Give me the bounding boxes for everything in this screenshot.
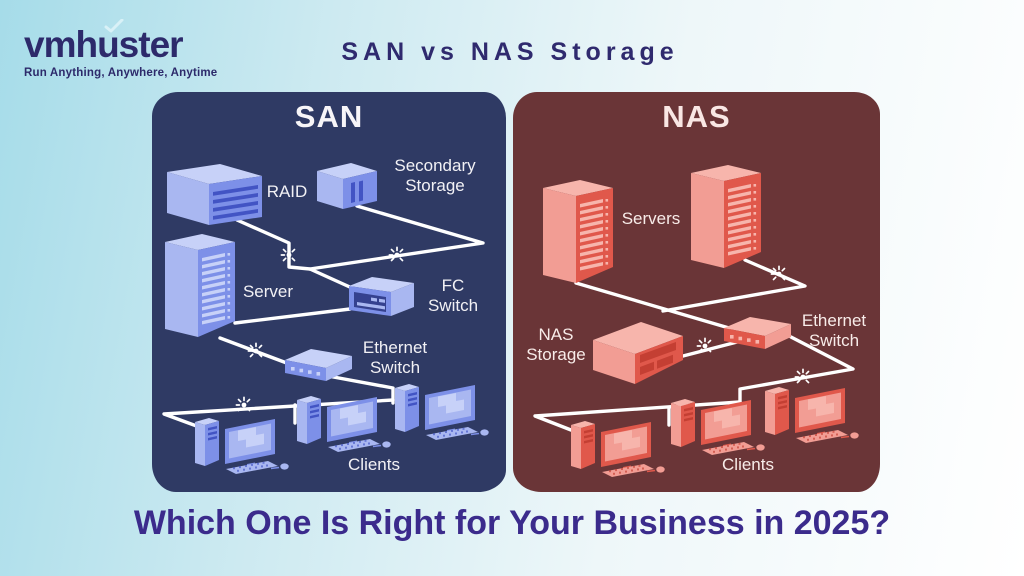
san-server-device xyxy=(165,234,235,337)
secondary-storage-device xyxy=(317,163,377,209)
nas-wires xyxy=(533,258,855,432)
nas-client-3 xyxy=(765,387,859,443)
secondary-storage-label: Secondary Storage xyxy=(394,156,476,195)
nas-client-1 xyxy=(571,421,665,477)
raid-device xyxy=(167,164,262,225)
nas-clients-label: Clients xyxy=(722,455,774,474)
nas-panel-title: NAS xyxy=(662,99,731,134)
brand-name: vmhuster xyxy=(24,24,184,65)
san-panel: SAN xyxy=(152,92,506,492)
san-panel-title: SAN xyxy=(294,99,364,134)
san-client-1 xyxy=(195,418,289,474)
servers-label: Servers xyxy=(621,209,681,228)
brand-logo: vmhuster Run Anything, Anywhere, Anytime xyxy=(24,19,284,79)
san-client-2 xyxy=(297,396,391,452)
san-ethernet-switch-device xyxy=(285,349,352,381)
brand-tagline: Run Anything, Anywhere, Anytime xyxy=(24,67,218,79)
nas-server-1-device xyxy=(543,180,613,283)
nas-diagram xyxy=(533,165,859,477)
nas-storage-device xyxy=(593,322,683,384)
nas-storage-label: NAS Storage xyxy=(526,325,586,364)
nas-ethernet-switch-label: Ethernet Switch xyxy=(801,311,867,350)
server-label: Server xyxy=(242,282,294,301)
logo-check-icon xyxy=(104,19,124,33)
san-wires xyxy=(162,204,485,430)
fc-switch-label: FC Switch xyxy=(427,276,479,315)
san-ethernet-switch-label: Ethernet Switch xyxy=(362,338,428,377)
fc-switch-device xyxy=(349,277,414,316)
footer-headline: Which One Is Right for Your Business in … xyxy=(133,504,891,542)
page-title: SAN vs NAS Storage xyxy=(341,38,679,66)
san-diagram xyxy=(162,163,489,474)
nas-panel: NAS xyxy=(513,92,880,492)
nas-client-2 xyxy=(671,399,765,455)
nas-server-2-device xyxy=(691,165,761,268)
raid-label: RAID xyxy=(266,182,308,201)
san-client-3 xyxy=(395,384,489,440)
san-clients-label: Clients xyxy=(348,455,400,474)
